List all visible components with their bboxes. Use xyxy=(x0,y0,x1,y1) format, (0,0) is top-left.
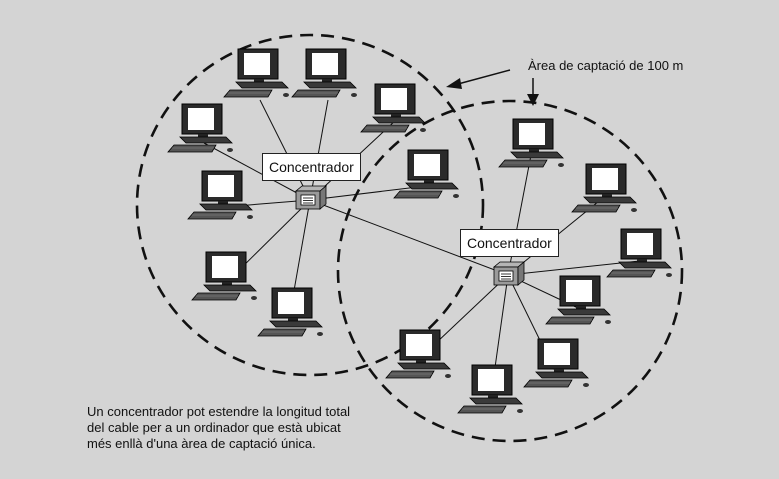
computer-icon xyxy=(523,338,590,388)
caption-line: Un concentrador pot estendre la longitud… xyxy=(87,404,351,419)
hub-icon xyxy=(493,261,525,286)
computer-icon xyxy=(257,287,324,337)
computer-icon xyxy=(545,275,612,325)
catchment-area-right xyxy=(336,99,684,443)
computer-icon xyxy=(498,118,565,168)
caption-line: del cable per a un ordinador que està ub… xyxy=(87,420,341,435)
hub-label: Concentrador xyxy=(460,229,559,257)
computer-icon xyxy=(191,251,258,301)
hub-icon xyxy=(295,185,327,210)
computer-icon xyxy=(291,48,358,98)
computer-icon xyxy=(360,83,427,133)
catchment-area-left xyxy=(135,33,485,377)
hub-label: Concentrador xyxy=(262,153,361,181)
arrow-icon xyxy=(527,78,539,106)
computer-icon xyxy=(457,364,524,414)
computer-icon xyxy=(571,163,638,213)
computer-icon xyxy=(393,149,460,199)
catchment-area-label: Àrea de captació de 100 m xyxy=(528,58,684,73)
computer-icon xyxy=(187,170,254,220)
arrow-icon xyxy=(446,69,511,89)
computer-icon xyxy=(606,228,673,278)
caption: Un concentrador pot estendre la longitud… xyxy=(87,404,417,452)
computer-icon xyxy=(167,103,234,153)
caption-line: més enllà d'una àrea de captació única. xyxy=(87,436,316,451)
computer-icon xyxy=(223,48,290,98)
